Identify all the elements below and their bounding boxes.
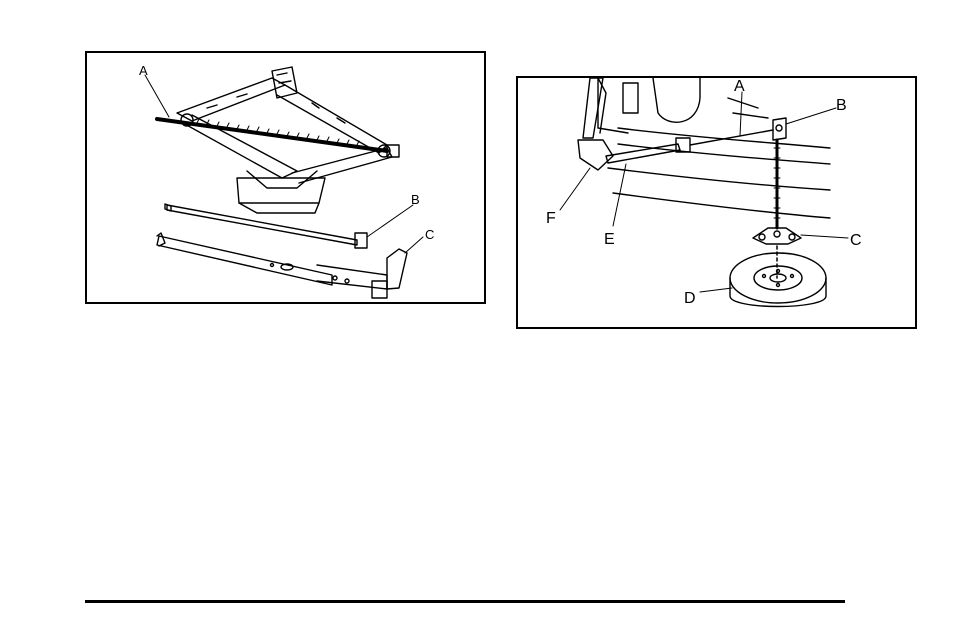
- callout-e: E: [604, 231, 615, 248]
- hoist-cable: [774, 140, 780, 278]
- leader-line-b: [367, 205, 413, 237]
- spare-tire-hoist-illustration: A B C D E F: [516, 76, 917, 329]
- leader-line-c: [405, 237, 423, 253]
- vehicle-underbody: [598, 78, 830, 218]
- hoist-bracket: [773, 118, 786, 140]
- jack-tools-illustration: A B C: [85, 51, 486, 304]
- spare-tire-hoist-drawing: A B C D E F: [518, 78, 915, 327]
- callout-d: D: [684, 290, 696, 307]
- callout-b: B: [411, 192, 420, 207]
- leader-line-a: [145, 75, 169, 117]
- callout-c: C: [850, 232, 862, 249]
- leader-line-c: [801, 235, 848, 238]
- jack-tools-drawing: A B C: [87, 53, 484, 302]
- callout-c: C: [425, 227, 434, 242]
- callout-a: A: [139, 63, 148, 78]
- tire-retainer: [753, 228, 801, 244]
- leader-line-d: [700, 288, 732, 292]
- leader-line-f: [560, 168, 590, 210]
- callout-a: A: [734, 78, 745, 95]
- leader-line-b: [786, 108, 836, 124]
- extension-rod: [606, 138, 690, 163]
- wrench-extension: [165, 204, 367, 248]
- footer-rule: [85, 600, 845, 603]
- wheel-wrench: [157, 233, 407, 298]
- callout-f: F: [546, 210, 556, 227]
- spare-tire: [730, 253, 826, 307]
- jack-lead-screw: [157, 119, 399, 157]
- callout-b: B: [836, 97, 847, 114]
